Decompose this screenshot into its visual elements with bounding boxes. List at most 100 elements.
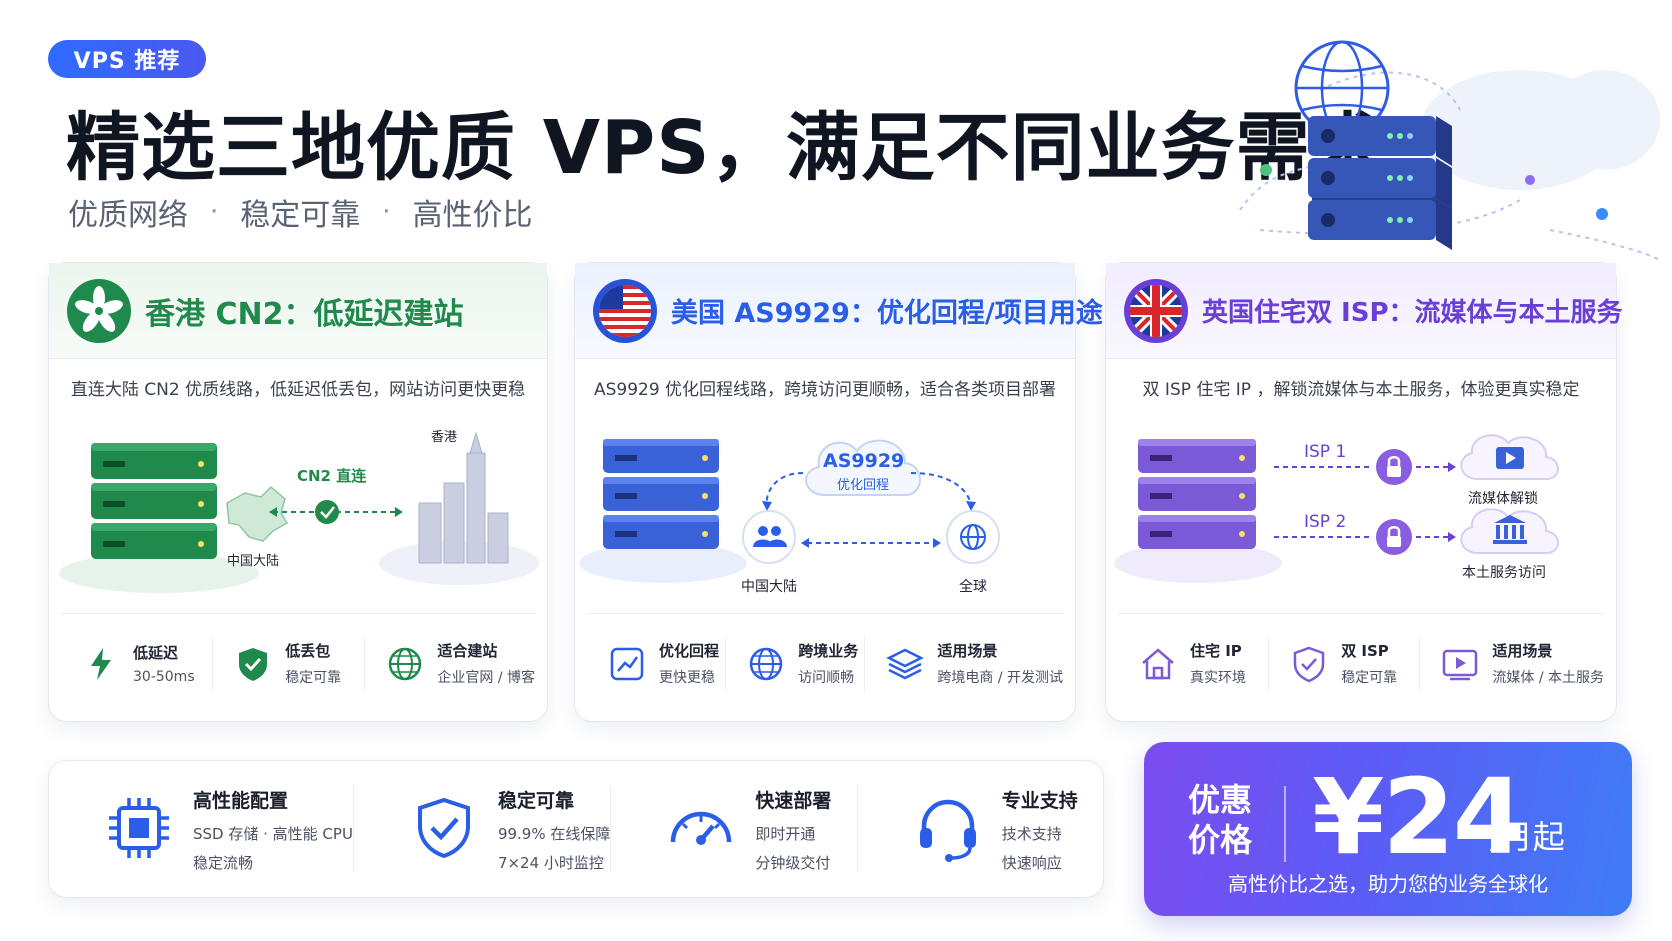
card-features: 住宅 IP 真实环境 双 ISP 稳定可靠 适用场景 流媒体 / 本土服务: [1118, 613, 1604, 713]
card-header: 英国住宅双 ISP：流媒体与本土服务: [1106, 263, 1623, 359]
feature-title: 低延迟: [133, 644, 179, 662]
feature-subtitle: 跨境电商 / 开发测试: [937, 670, 1063, 686]
subtitle-separator: ·: [382, 197, 391, 227]
china-map-icon: [226, 485, 289, 542]
bottom-feature-line: 快速响应: [1001, 854, 1062, 872]
feature-item: 适合建站 企业官网 / 博客: [365, 636, 535, 692]
vps-badge: VPS 推荐: [48, 40, 206, 78]
streaming-cloud-icon: [1460, 434, 1559, 480]
chip-icon: [109, 798, 169, 858]
card-title: 英国住宅双 ISP：流媒体与本土服务: [1202, 298, 1623, 328]
bottom-feature-item: 高性能配置 SSD 存储 · 高性能 CPU 稳定流畅: [49, 786, 354, 872]
globe-icon: [389, 647, 422, 680]
feature-item: 适用场景 跨境电商 / 开发测试: [865, 636, 1063, 692]
uk-network-diagram: ISP 1 ISP 2 流媒体解锁: [1114, 434, 1559, 583]
card-header: 美国 AS9929：优化回程/项目用途: [575, 263, 1103, 359]
card-features: 低延迟 30-50ms 低丢包 稳定可靠 适合建站: [61, 613, 535, 713]
chart-icon: [610, 647, 644, 680]
subtitle-separator: ·: [210, 197, 219, 227]
globe-icon: [749, 647, 783, 680]
card-features: 优化回程 更快更稳 跨境业务 访问顺畅: [587, 613, 1063, 713]
feature-item: 住宅 IP 真实环境: [1118, 635, 1270, 692]
feature-subtitle: 流媒体 / 本土服务: [1492, 670, 1604, 686]
feature-item: 低丢包 稳定可靠: [213, 635, 366, 692]
diagram-from-label: 中国大陆: [227, 553, 279, 569]
target1-label: 流媒体解锁: [1468, 491, 1538, 507]
server-rack-icon: [1308, 116, 1452, 250]
feature-item: 双 ISP 稳定可靠: [1269, 635, 1421, 692]
page-title: 精选三地优质 VPS，满足不同业务需求: [66, 105, 1386, 191]
bottom-feature-line: 稳定流畅: [193, 854, 254, 872]
bottom-feature-line: 分钟级交付: [755, 854, 831, 872]
feature-subtitle: 稳定可靠: [1341, 670, 1398, 686]
feature-title: 住宅 IP: [1190, 642, 1242, 660]
feature-title: 适用场景: [1492, 642, 1553, 660]
bottom-feature-bar: 高性能配置 SSD 存储 · 高性能 CPU 稳定流畅 稳定可靠 99.9% 在…: [48, 760, 1104, 898]
price-card[interactable]: 优惠价格 ¥24 /月起 高性价比之选，助力您的业务全球化: [1144, 742, 1632, 916]
check-icon: [315, 500, 339, 524]
isp2-label: ISP 2: [1304, 512, 1346, 532]
feature-subtitle: 真实环境: [1190, 670, 1246, 686]
feature-title: 低丢包: [285, 642, 331, 660]
hk-network-diagram: 中国大陆 CN2 直连 香港: [59, 430, 539, 593]
bottom-feature-item: 稳定可靠 99.9% 在线保障 7×24 小时监控: [354, 786, 612, 872]
feature-subtitle: 30-50ms: [133, 669, 195, 685]
cloud-icon: [805, 439, 921, 496]
bottom-feature-line: 技术支持: [1001, 825, 1062, 843]
diagram-from-label: 中国大陆: [741, 579, 797, 595]
server-rack-icon: [91, 443, 217, 559]
target2-label: 本土服务访问: [1462, 565, 1546, 581]
price-unit: /月起: [1490, 818, 1565, 856]
card-united-kingdom[interactable]: 英国住宅双 ISP：流媒体与本土服务 双 ISP 住宅 IP ，解锁流媒体与本土…: [1105, 262, 1623, 722]
headset-icon: [919, 799, 976, 862]
feature-title: 跨境业务: [798, 642, 859, 660]
feature-title: 优化回程: [659, 642, 720, 660]
price-slogan: 高性价比之选，助力您的业务全球化: [1228, 872, 1548, 896]
diagram-link-label: CN2 直连: [297, 467, 367, 485]
feature-item: 跨境业务 访问顺畅: [726, 635, 866, 692]
feature-item: 适用场景 流媒体 / 本土服务: [1420, 636, 1604, 692]
bottom-feature-title: 快速部署: [755, 790, 832, 812]
cloud-subtitle: 优化回程: [837, 478, 889, 493]
server-rack-icon: [1138, 439, 1256, 549]
shield-check-icon: [1293, 646, 1325, 682]
bottom-feature-item: 快速部署 即时开通 分钟级交付: [611, 786, 858, 872]
bottom-feature-title: 专业支持: [1001, 790, 1078, 812]
bottom-feature-title: 高性能配置: [193, 790, 289, 812]
us-network-diagram: AS9929 优化回程 中国大陆 全球: [579, 439, 1000, 595]
card-title: 香港 CN2：低延迟建站: [145, 296, 464, 332]
users-icon: [753, 526, 787, 547]
page-subtitle: 优质网络 · 稳定可靠 · 高性价比: [68, 190, 533, 234]
subtitle-item: 优质网络: [68, 198, 188, 233]
shield-check-icon: [417, 797, 470, 859]
price-divider: [1284, 786, 1286, 862]
card-hong-kong[interactable]: 香港 CN2：低延迟建站 直连大陆 CN2 优质线路，低延迟低丢包，网站访问更快…: [48, 262, 548, 722]
home-icon: [1142, 647, 1174, 679]
server-rack-icon: [603, 439, 719, 549]
globe-icon: [960, 524, 986, 550]
feature-title: 双 ISP: [1341, 642, 1389, 660]
lock-icon: [1376, 449, 1412, 485]
cloud-title: AS9929: [823, 450, 904, 472]
hong-kong-flag-icon: [67, 278, 131, 343]
isp1-label: ISP 1: [1304, 442, 1346, 462]
gauge-icon: [671, 811, 732, 845]
card-description: 双 ISP 住宅 IP ，解锁流媒体与本土服务，体验更真实稳定: [1142, 380, 1580, 400]
play-icon: [1443, 649, 1478, 680]
us-flag-icon: [593, 278, 657, 343]
bottom-feature-line: SSD 存储 · 高性能 CPU: [193, 825, 353, 843]
feature-subtitle: 稳定可靠: [285, 670, 342, 686]
feature-title: 适合建站: [437, 642, 498, 660]
bottom-feature-item: 专业支持 技术支持 快速响应: [858, 786, 1103, 872]
diagram-to-label: 全球: [959, 578, 987, 595]
card-description: 直连大陆 CN2 优质线路，低延迟低丢包，网站访问更快更稳: [70, 380, 526, 400]
bottom-feature-line: 99.9% 在线保障: [497, 825, 611, 843]
card-united-states[interactable]: 美国 AS9929：优化回程/项目用途 AS9929 优化回程线路，跨境访问更顺…: [574, 262, 1103, 722]
bottom-feature-line: 即时开通: [755, 825, 816, 843]
layers-icon: [886, 648, 925, 679]
feature-item: 优化回程 更快更稳: [587, 635, 727, 692]
bank-cloud-icon: [1460, 508, 1559, 554]
city-skyline-icon: [418, 431, 509, 564]
feature-subtitle: 更快更稳: [659, 670, 715, 686]
price-amount: ¥24: [1312, 756, 1525, 878]
